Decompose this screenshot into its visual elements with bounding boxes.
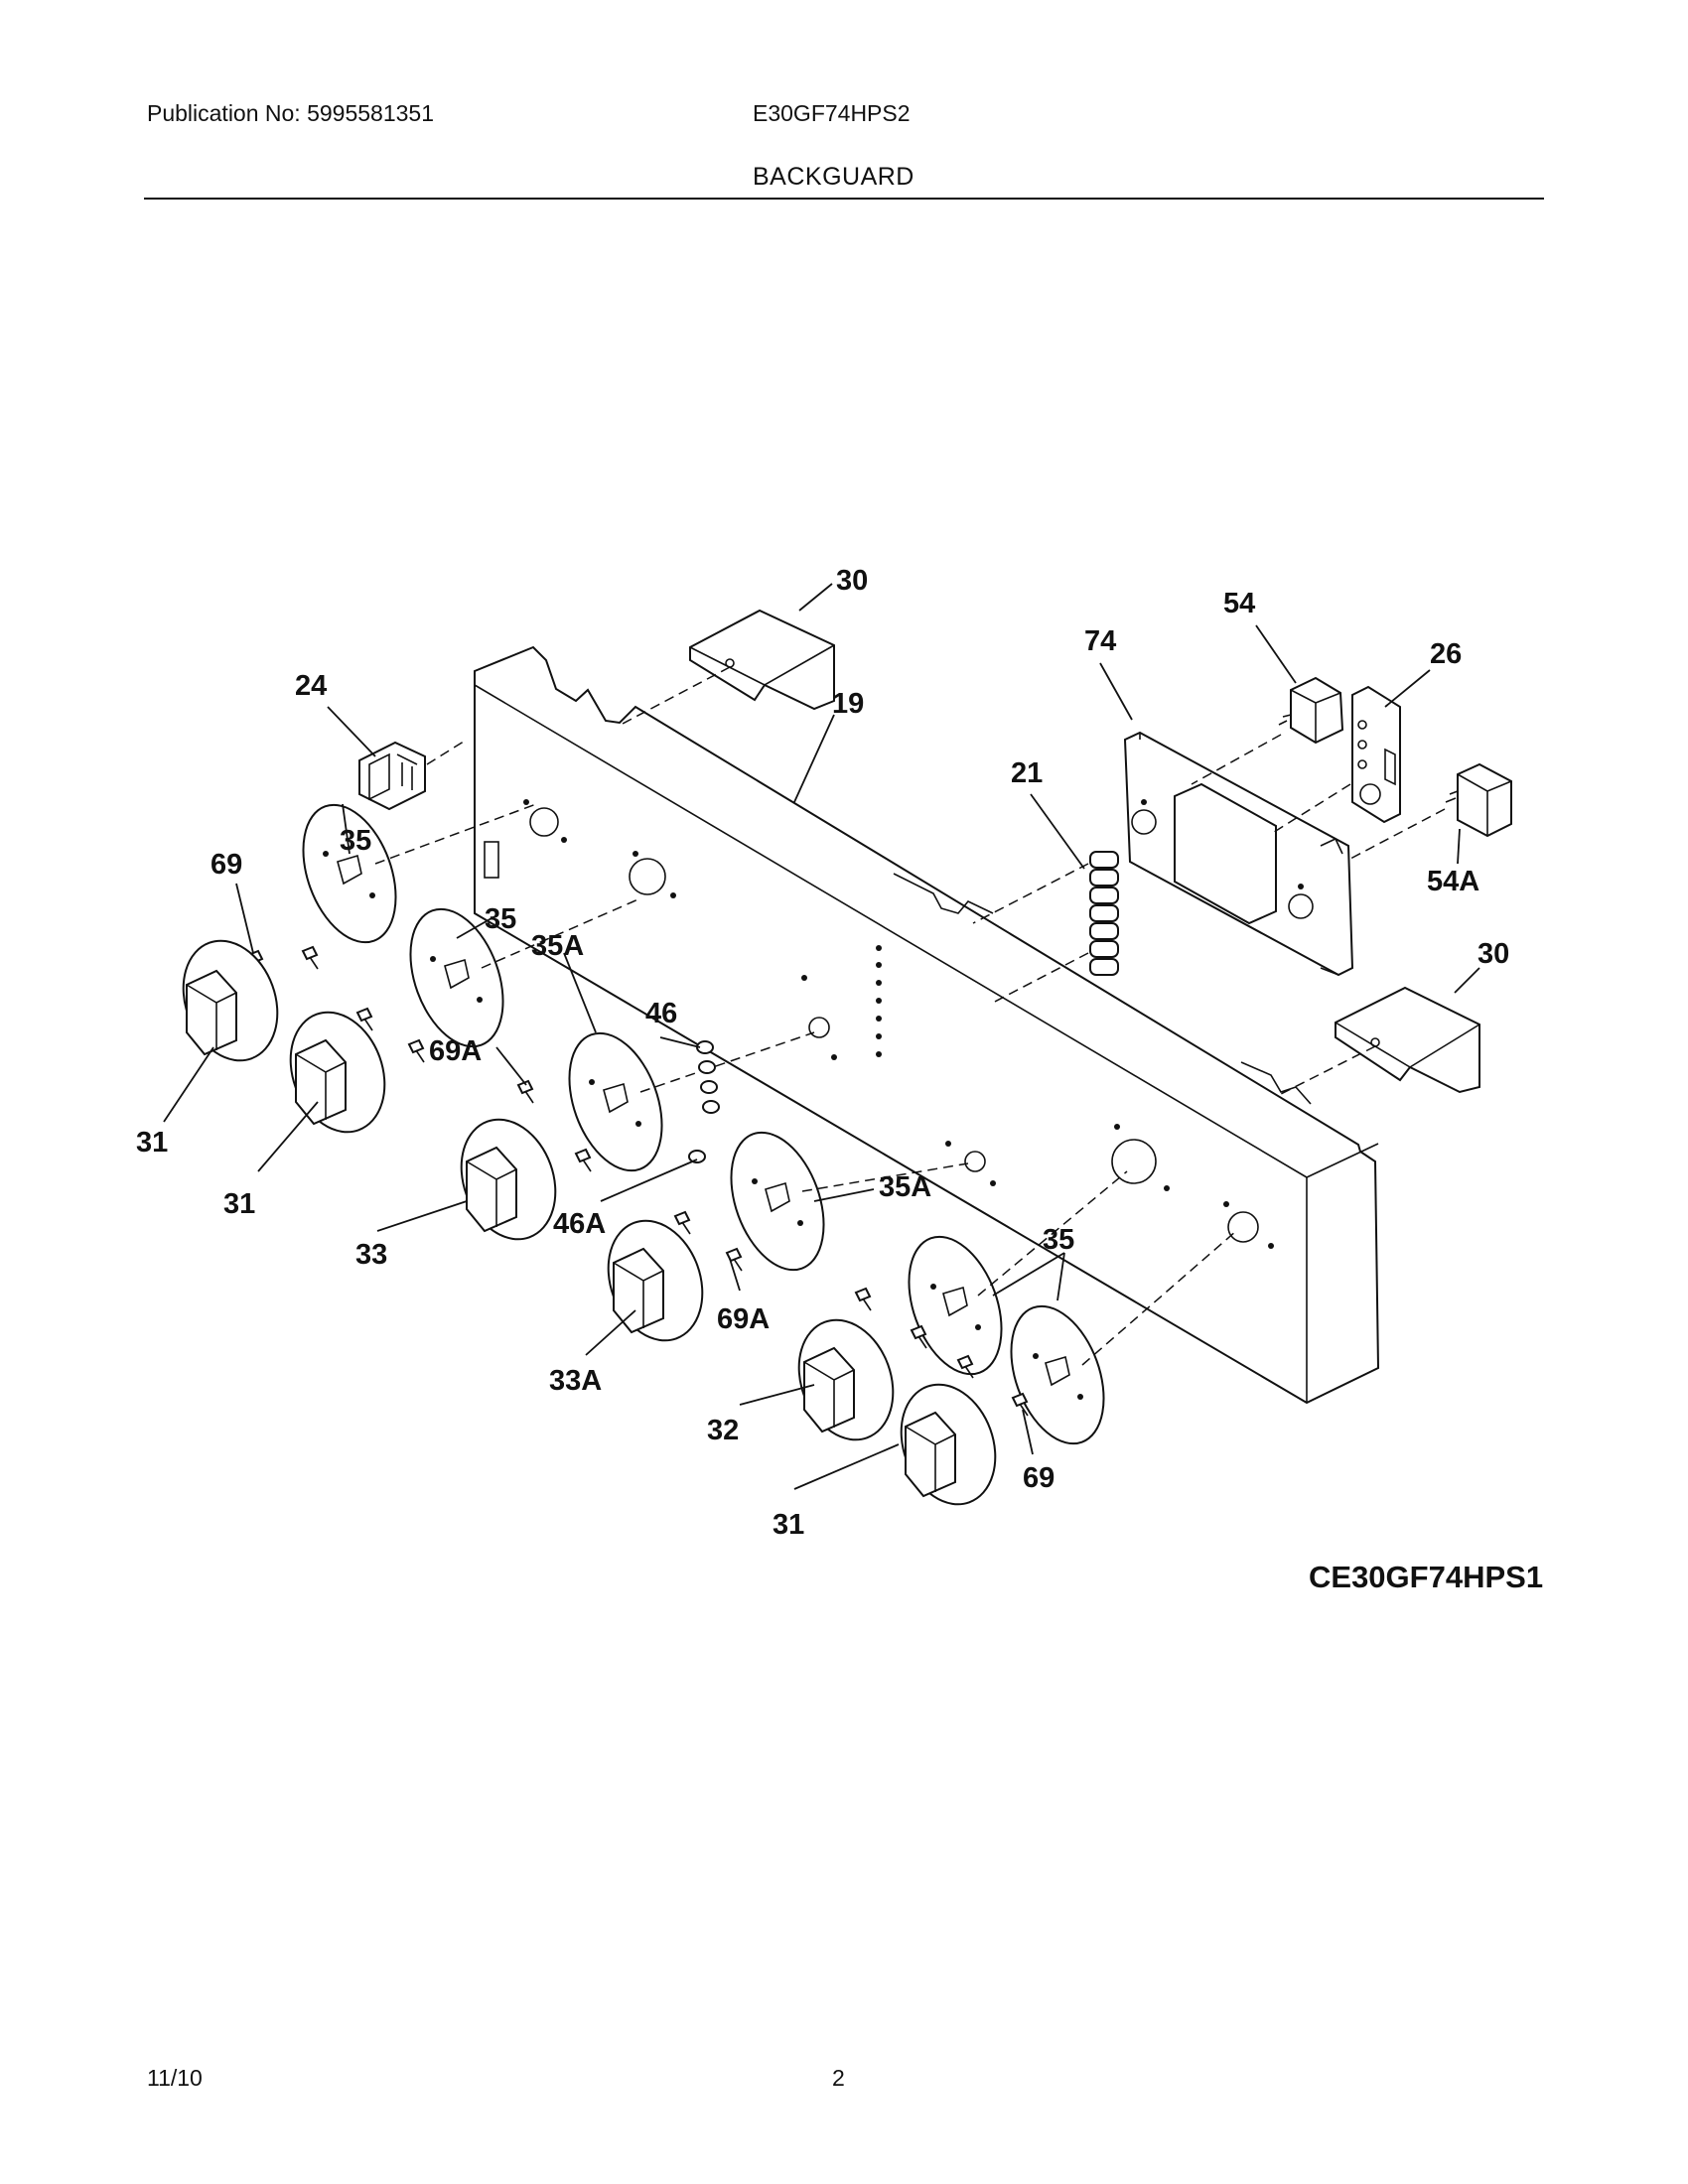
callout-31-third: 31 <box>773 1509 804 1541</box>
backguard-panel <box>474 645 1380 1405</box>
callout-46: 46 <box>645 998 677 1029</box>
callout-21: 21 <box>1011 757 1043 789</box>
callout-35A-right: 35A <box>879 1171 931 1203</box>
circuit-board <box>1270 685 1401 835</box>
callout-69A-right: 69A <box>717 1303 770 1335</box>
section-title: BACKGUARD <box>753 163 914 191</box>
igniter-switches <box>688 1040 720 1163</box>
model-number: E30GF74HPS2 <box>753 100 911 126</box>
bracket-right <box>1280 986 1480 1095</box>
callout-19: 19 <box>832 688 864 720</box>
control-switch-54A <box>1349 762 1512 860</box>
rocker-switch <box>358 739 468 811</box>
callout-69-right: 69 <box>1023 1462 1055 1494</box>
page-number: 2 <box>832 2065 845 2091</box>
callout-69A-left: 69A <box>429 1035 482 1067</box>
callout-54: 54 <box>1223 588 1255 619</box>
bezels <box>302 803 1237 1445</box>
callout-35-pair: 35 <box>1043 1224 1074 1256</box>
callout-30-top: 30 <box>836 565 868 597</box>
callout-69-left: 69 <box>211 849 242 881</box>
callout-33A: 33A <box>549 1365 602 1397</box>
callout-74: 74 <box>1084 625 1116 657</box>
callout-54A: 54A <box>1427 866 1479 897</box>
header-rule <box>144 198 1544 200</box>
leader-lines <box>163 583 1480 1490</box>
knobs <box>182 939 997 1506</box>
footer-date: 11/10 <box>147 2065 203 2091</box>
callout-32: 32 <box>707 1415 739 1446</box>
callout-30-right: 30 <box>1477 938 1509 970</box>
callout-35-first: 35 <box>340 825 371 857</box>
callout-46A: 46A <box>553 1208 606 1240</box>
control-switch-54 <box>1191 676 1344 785</box>
callout-35A-left: 35A <box>531 930 584 962</box>
diagram-code: CE30GF74HPS1 <box>1309 1560 1544 1594</box>
publication-number: Publication No: 5995581351 <box>147 100 435 126</box>
callout-26: 26 <box>1430 638 1462 670</box>
control-bracket <box>1123 731 1354 977</box>
callout-35-second: 35 <box>485 903 516 935</box>
callout-labels: 30 19 24 74 54 26 21 54A 69 35 35 35A 46… <box>136 565 1509 1541</box>
callout-33: 33 <box>355 1239 387 1271</box>
screws <box>246 945 1029 1417</box>
bracket-top <box>620 609 835 726</box>
indicator-lights <box>972 851 1119 1004</box>
callout-31-second: 31 <box>223 1188 255 1220</box>
callout-24: 24 <box>295 670 327 702</box>
callout-31-first: 31 <box>136 1127 168 1159</box>
